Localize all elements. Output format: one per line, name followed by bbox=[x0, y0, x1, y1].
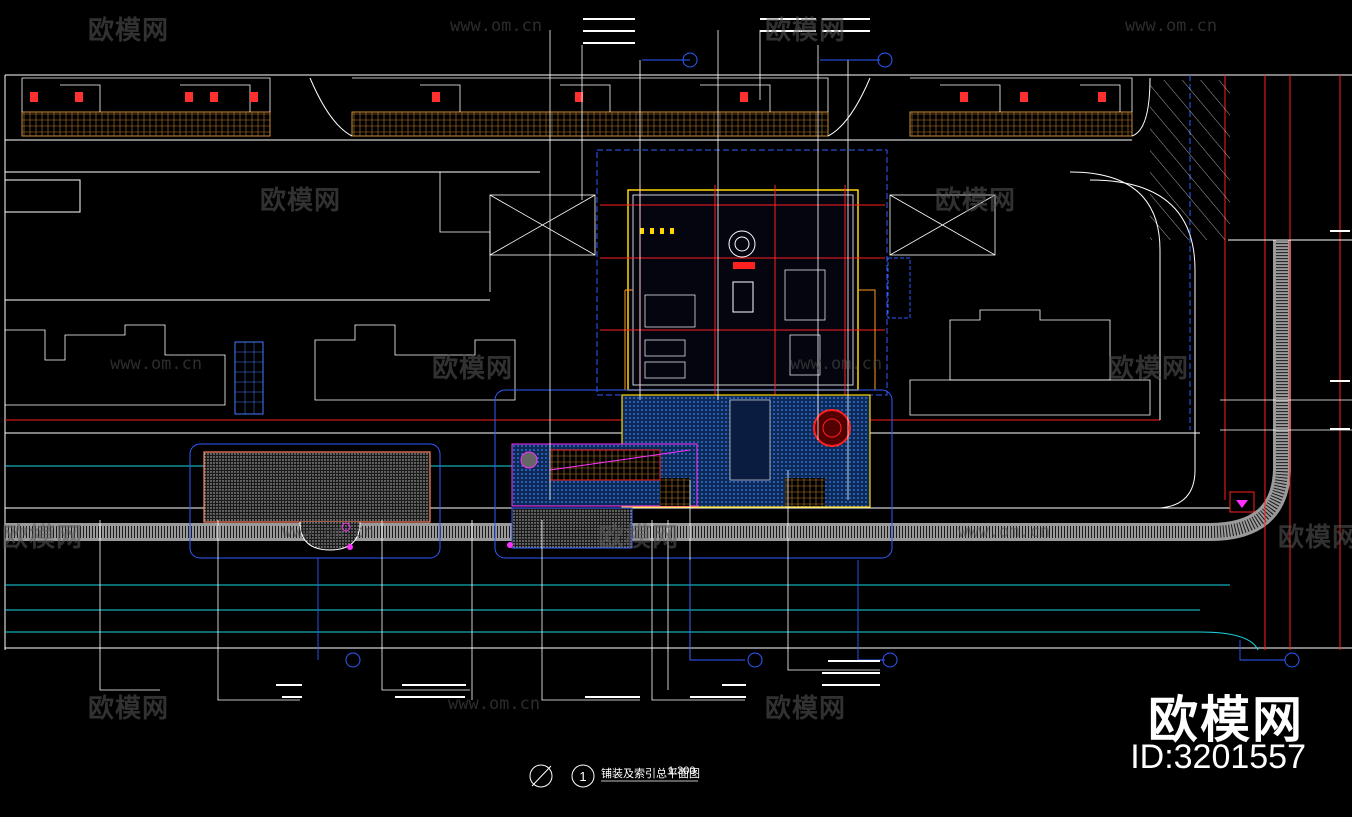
watermark-brand: 欧模网 bbox=[88, 694, 170, 724]
road-lines bbox=[5, 75, 1352, 651]
watermark-brand: 欧模网 bbox=[765, 16, 847, 46]
west-paving-area bbox=[189, 443, 513, 559]
south-plaza bbox=[494, 389, 893, 559]
watermark-url: www.om.cn bbox=[1125, 16, 1218, 36]
leader-text-bars bbox=[276, 18, 1350, 698]
model-id: ID:3201557 bbox=[1130, 738, 1306, 776]
watermark-brand: 欧模网 bbox=[1278, 523, 1352, 553]
drawing-scale: 1:300 bbox=[668, 765, 696, 777]
west-buildings bbox=[4, 172, 1151, 416]
watermark-brand: 欧模网 bbox=[2, 523, 84, 553]
west-sign-box bbox=[4, 179, 81, 213]
detail-number: 1 bbox=[579, 769, 586, 784]
watermark-url: www.om.cn bbox=[450, 16, 543, 36]
blue-grid-block bbox=[234, 341, 264, 415]
watermark-url: www.om.cn bbox=[958, 522, 1051, 542]
watermark-brand: 欧模网 bbox=[88, 16, 170, 46]
north-arrow-icon bbox=[529, 764, 553, 788]
watermark-brand: 欧模网 bbox=[432, 354, 514, 384]
watermark-url: www.om.cn bbox=[110, 354, 203, 374]
index-symbols bbox=[345, 52, 1300, 668]
east-gate-marker bbox=[1229, 491, 1255, 513]
watermark-url: www.om.cn bbox=[282, 522, 375, 542]
drawing-title: 铺装及索引总平面图 bbox=[601, 767, 700, 780]
detail-bubble: 1 bbox=[571, 764, 595, 788]
north-building-row bbox=[21, 77, 1151, 137]
watermark-brand: 欧模网 bbox=[1108, 354, 1190, 384]
watermark-brand: 欧模网 bbox=[935, 186, 1017, 216]
watermark-url: www.om.cn bbox=[790, 354, 883, 374]
watermark-url: www.om.cn bbox=[448, 694, 541, 714]
watermark-brand: 欧模网 bbox=[765, 694, 847, 724]
brand-logo: 欧模网 bbox=[1148, 691, 1304, 749]
watermark-brand: 欧模网 bbox=[260, 186, 342, 216]
watermark-brand: 欧模网 bbox=[598, 523, 680, 553]
